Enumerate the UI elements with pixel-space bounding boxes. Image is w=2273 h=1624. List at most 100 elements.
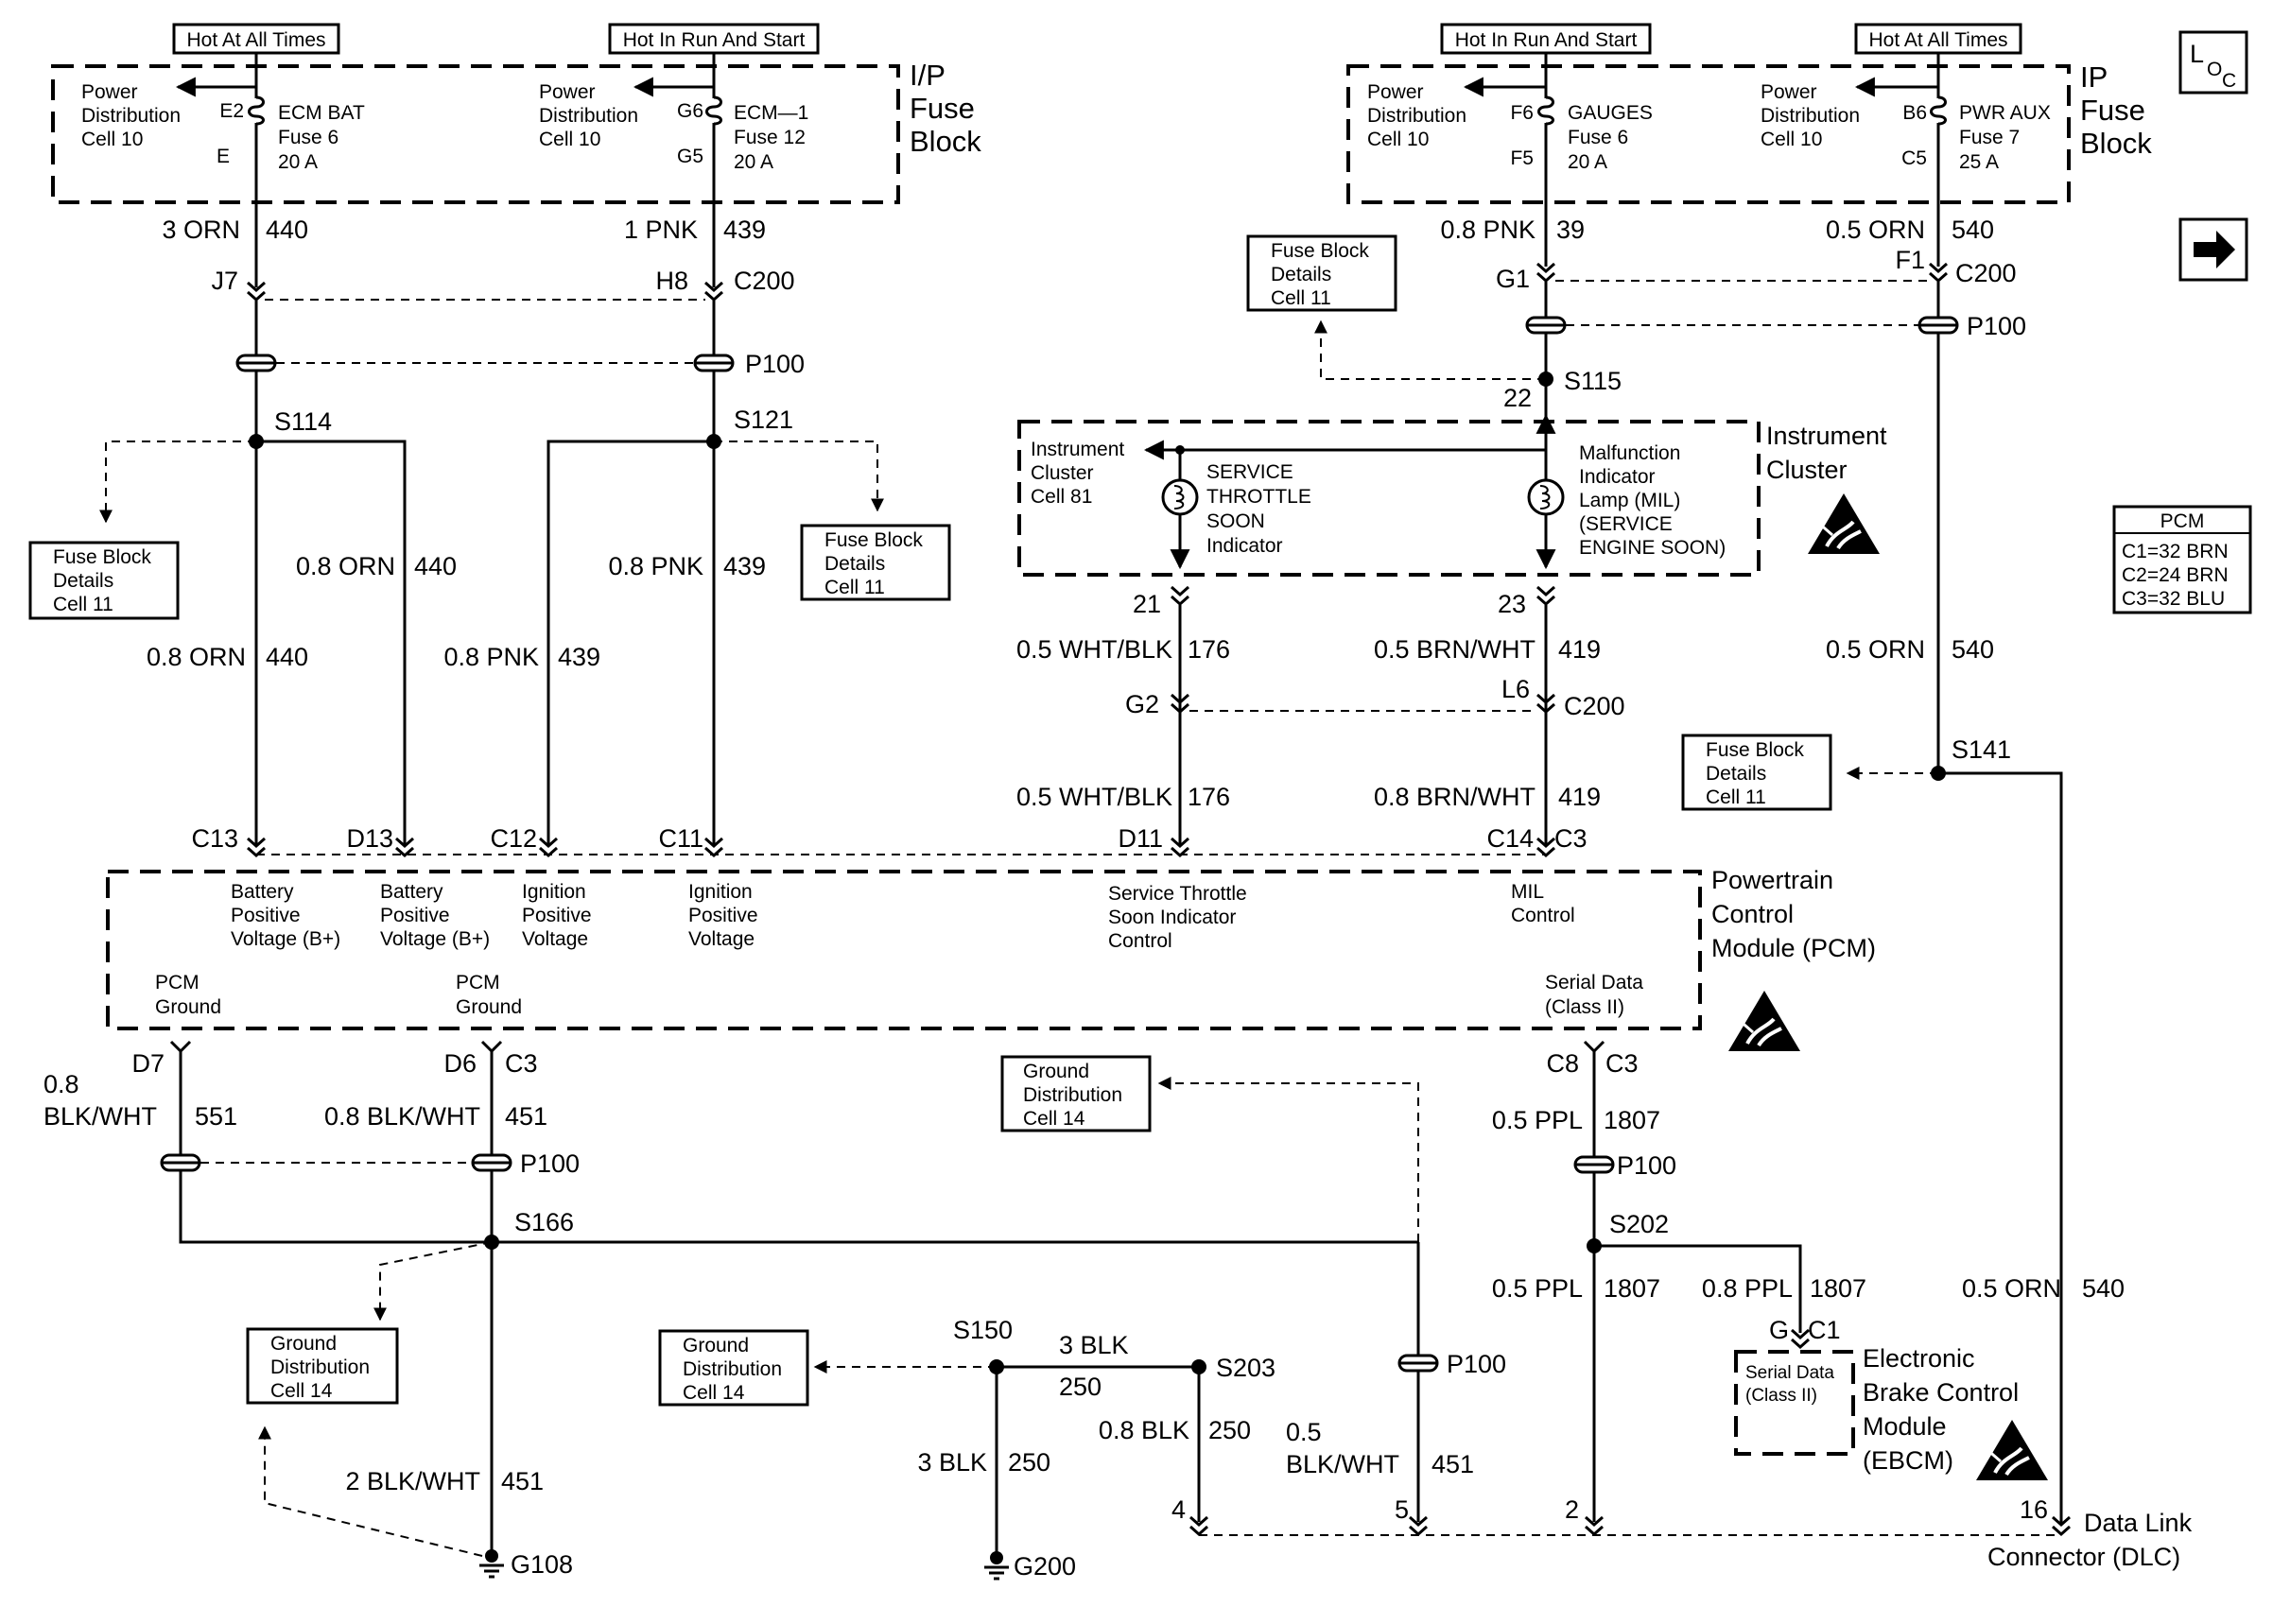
- pcm-serial-1: Serial Data: [1545, 972, 1643, 993]
- wire-176-num: 176: [1188, 635, 1230, 664]
- wire-250-b-size: 0.8 BLK: [1099, 1416, 1189, 1444]
- fuse3-pin-bot: F5: [1510, 147, 1534, 169]
- pd1-right-2: Distribution: [1367, 105, 1466, 127]
- ic-ref-2: Cluster: [1031, 462, 1094, 484]
- fd-b-3: Cell 11: [824, 577, 885, 598]
- ebcm-title-1: Electronic: [1863, 1344, 1975, 1373]
- fuse2-name: ECM—1: [734, 102, 808, 124]
- gd-a-2: Distribution: [270, 1356, 370, 1378]
- gd-c-1: Ground: [683, 1335, 749, 1356]
- wire-551-num: 551: [195, 1102, 237, 1131]
- wire-250-num: 250: [1059, 1373, 1102, 1401]
- conn-h8: H8: [655, 267, 688, 295]
- pcm-legend-title: PCM: [2160, 510, 2205, 532]
- fd-c-1: Fuse Block: [1271, 240, 1369, 262]
- hot-at-all-times-right: Hot At All Times: [1868, 29, 2007, 51]
- pcm-grounds: D7 D6 C3 0.8 BLK/WHT 551 0.8 BLK/WHT 451…: [43, 1040, 1418, 1579]
- wire-440-c-size: 0.8 ORN: [147, 643, 246, 671]
- svg-text:O: O: [2207, 59, 2222, 80]
- fuse-block-left-title-1: I/P: [910, 59, 946, 92]
- pin-dlc5: 5: [1395, 1495, 1409, 1524]
- wire-1807-size: 0.5 PPL: [1492, 1106, 1583, 1134]
- wire-39-num: 39: [1556, 216, 1585, 244]
- arrow-right-icon[interactable]: [2178, 217, 2248, 282]
- fuse2-pin-bot: G5: [677, 146, 703, 167]
- fd-a-2: Details: [53, 570, 113, 592]
- splice-s114: S114: [274, 407, 332, 436]
- pin-dlc4: 4: [1171, 1495, 1186, 1524]
- pd1-right-1: Power: [1367, 81, 1424, 103]
- svg-text:L: L: [2190, 40, 2204, 68]
- pin-21: 21: [1133, 590, 1161, 618]
- fuse4-pin-bot: C5: [1901, 147, 1927, 169]
- wire-451-b-num: 451: [501, 1467, 544, 1495]
- ebcm-serial-1: Serial Data: [1745, 1363, 1834, 1383]
- wire-439-c-size: 0.8 PNK: [443, 643, 539, 671]
- pcm-bat1-3: Voltage (B+): [231, 928, 340, 950]
- pcm-stsc-2: Soon Indicator: [1108, 907, 1236, 928]
- fuse4-pin-top: B6: [1902, 102, 1927, 124]
- ground-451-dlc: Ground Distribution Cell 14 P100 0.5 BLK…: [1000, 1055, 1506, 1522]
- ground-g200: G200: [1014, 1552, 1076, 1581]
- wire-439-num: 439: [723, 216, 766, 244]
- fuse1-name: ECM BAT: [278, 102, 365, 124]
- splice-s121: S121: [734, 406, 793, 434]
- fd-a-3: Cell 11: [53, 594, 113, 615]
- service-throttle-lamp-icon: [1161, 478, 1199, 516]
- fd-d-2: Details: [1706, 763, 1766, 785]
- wire-451-b-size: 2 BLK/WHT: [345, 1467, 480, 1495]
- wire-440-c-num: 440: [266, 643, 308, 671]
- pcm-ign1-3: Voltage: [522, 928, 588, 950]
- gd-c-2: Distribution: [683, 1358, 782, 1380]
- loc-icon[interactable]: L O C: [2178, 30, 2248, 95]
- wire-439-b-num: 439: [723, 552, 766, 580]
- splice-s202: S202: [1609, 1210, 1669, 1238]
- fuse4-amps: 25 A: [1959, 151, 1999, 173]
- conn-p100-left: P100: [745, 350, 805, 378]
- fuse-block-right: IP Fuse Block Hot In Run And Start Hot A…: [1346, 23, 2152, 204]
- esd-icon: [1806, 492, 1882, 556]
- wire-1807-c-size: 0.8 PPL: [1702, 1274, 1793, 1303]
- sts-1: SERVICE: [1206, 461, 1293, 483]
- wire-540-b-num: 540: [1952, 635, 1994, 664]
- wire-419-size: 0.5 BRN/WHT: [1374, 635, 1536, 664]
- pcm-ign1-2: Positive: [522, 905, 592, 926]
- svg-text:C: C: [2222, 70, 2236, 92]
- conn-p100-b2: P100: [1617, 1151, 1676, 1180]
- wire-551-size-a: 0.8: [43, 1070, 79, 1098]
- fuse3-pin-top: F6: [1510, 102, 1534, 124]
- ground-g200-icon: [982, 1565, 1011, 1581]
- pd2-left-3: Cell 10: [539, 129, 600, 150]
- conn-g1: G1: [1496, 265, 1530, 293]
- pcm-milc-1: MIL: [1511, 881, 1544, 903]
- conn-c200-right: C200: [1955, 259, 2017, 287]
- pd2-right-1: Power: [1761, 81, 1817, 103]
- pin-g: G: [1769, 1316, 1789, 1344]
- conn-c200-mid: C200: [1564, 692, 1625, 720]
- ground-g200: Ground Distribution Cell 14 S150 S203 3 …: [658, 1316, 1275, 1581]
- ic-title-2: Cluster: [1766, 456, 1848, 484]
- gd-a-3: Cell 14: [270, 1380, 333, 1402]
- wire-250-b-num: 250: [1208, 1416, 1251, 1444]
- wire-540-size: 0.5 ORN: [1826, 216, 1925, 244]
- fuse-block-left-title-2: Fuse: [910, 92, 975, 125]
- wire-440-b-size: 0.8 ORN: [296, 552, 395, 580]
- pcm-title-1: Powertrain: [1711, 866, 1833, 894]
- pcm-bat1-2: Positive: [231, 905, 301, 926]
- pcm-bat2-3: Voltage (B+): [380, 928, 490, 950]
- mil-5: ENGINE SOON): [1579, 537, 1726, 559]
- mil-2: Indicator: [1579, 466, 1656, 488]
- pcm-serial-2: (Class II): [1545, 996, 1624, 1018]
- wire-1807-c-num: 1807: [1810, 1274, 1866, 1303]
- conn-j7: J7: [211, 267, 238, 295]
- wire-451-c-num: 451: [1431, 1450, 1474, 1478]
- ebcm-title-4: (EBCM): [1863, 1446, 1953, 1475]
- conn-g2: G2: [1125, 690, 1159, 718]
- pcm-ign2-3: Voltage: [688, 928, 755, 950]
- mil-4: (SERVICE: [1579, 513, 1673, 535]
- dlc-title-1: Data Link: [2084, 1509, 2193, 1537]
- wire-250-c-num: 250: [1008, 1448, 1050, 1477]
- ic-ref-3: Cell 81: [1031, 486, 1092, 508]
- pin-c1: C1: [1808, 1316, 1841, 1344]
- splice-s115: S115: [1564, 367, 1622, 395]
